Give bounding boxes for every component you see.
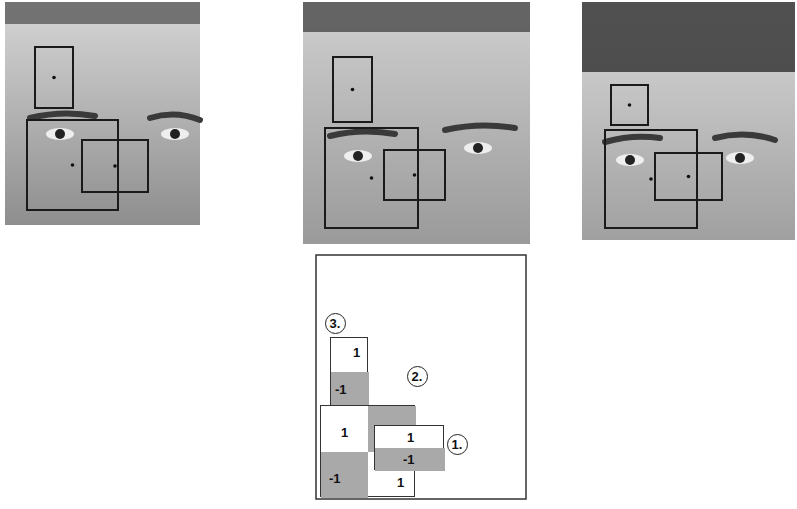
photo-ground xyxy=(5,2,200,225)
eyebrow xyxy=(445,125,515,130)
feature-weight: 1 xyxy=(407,431,414,444)
iris xyxy=(625,155,635,165)
iris xyxy=(170,129,180,139)
hair xyxy=(303,2,530,32)
eyebrow xyxy=(150,114,200,120)
feature-window xyxy=(611,85,648,125)
eye-white xyxy=(616,154,644,166)
feature-window xyxy=(333,57,372,122)
iris xyxy=(473,143,483,153)
centre-dot xyxy=(370,176,374,180)
photo-ground xyxy=(582,2,795,240)
feature-weight: -1 xyxy=(403,453,415,466)
haar-feature: 1 -1 xyxy=(330,337,368,405)
face-photo xyxy=(5,2,200,225)
iris xyxy=(55,129,65,139)
callout-number: 2. xyxy=(412,370,423,383)
eyebrow xyxy=(330,131,395,136)
centre-dot xyxy=(113,164,117,168)
feature-frame xyxy=(316,255,526,499)
feature-window xyxy=(605,130,697,228)
feature-window xyxy=(27,120,118,210)
centre-dot xyxy=(351,88,355,92)
iris xyxy=(735,153,745,163)
centre-dot xyxy=(687,175,691,179)
feature-weight: 1 xyxy=(353,346,360,359)
centre-dot xyxy=(52,76,56,80)
callout-circle: 3. xyxy=(325,313,346,334)
callout-circle: 2. xyxy=(407,366,428,387)
centre-dot xyxy=(413,173,417,177)
feature-window xyxy=(35,47,73,108)
callout-number: 3. xyxy=(330,317,341,330)
eye-white xyxy=(464,142,492,154)
centre-dot xyxy=(628,103,632,107)
feature-window xyxy=(655,153,722,200)
feature-weight: -1 xyxy=(335,383,347,396)
face-photo xyxy=(303,2,530,244)
eyebrow xyxy=(30,113,95,118)
iris xyxy=(353,151,363,161)
eyebrow xyxy=(605,137,660,142)
hair xyxy=(582,2,795,72)
feature-window xyxy=(384,150,445,200)
feature-weight: 1 xyxy=(397,476,404,489)
centre-dot xyxy=(71,163,75,167)
callout-circle: 1. xyxy=(447,434,468,455)
haar-feature: 1 -1 xyxy=(374,425,444,470)
eyebrow xyxy=(715,134,775,140)
shaded-region xyxy=(321,452,368,498)
eye-white xyxy=(161,128,189,140)
callout-number: 1. xyxy=(452,438,463,451)
eye-white xyxy=(46,128,74,140)
eye-white xyxy=(726,152,754,164)
feature-window xyxy=(82,140,148,192)
centre-dot xyxy=(649,177,653,181)
face-photo xyxy=(582,2,795,240)
feature-window xyxy=(325,128,418,228)
feature-weight: 1 xyxy=(341,426,348,439)
hair xyxy=(5,2,200,24)
feature-weight: -1 xyxy=(329,472,341,485)
eye-white xyxy=(344,150,372,162)
photo-ground xyxy=(303,2,530,244)
